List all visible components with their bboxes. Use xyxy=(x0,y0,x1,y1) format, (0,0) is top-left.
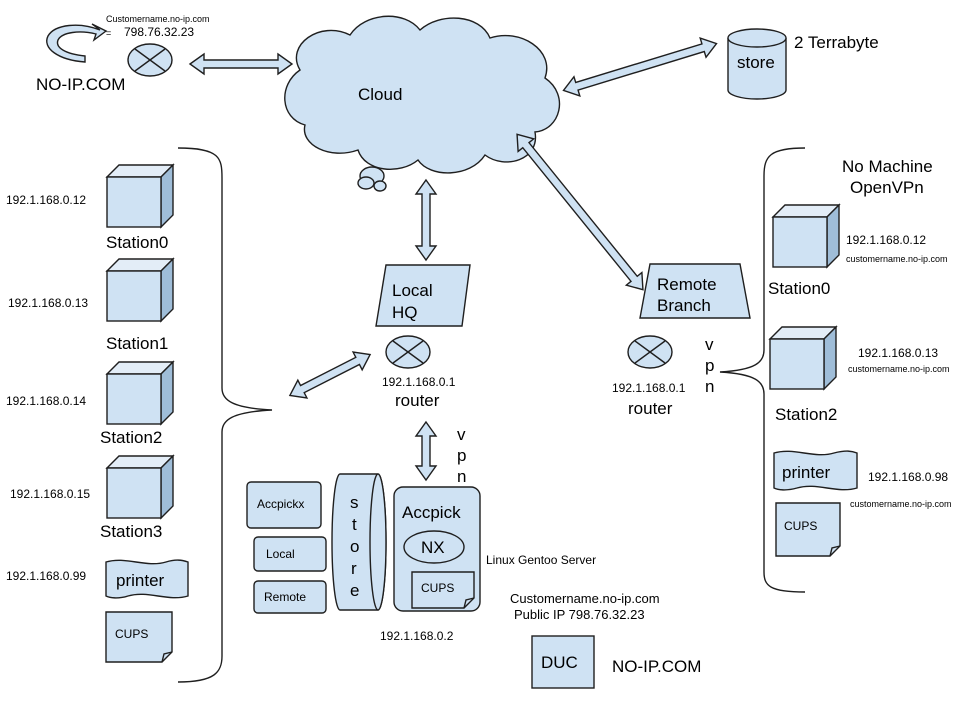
cloud-shape xyxy=(284,15,561,192)
remote-vpn-v: v xyxy=(705,335,714,354)
remote-router-ip: 192.1.168.0.1 xyxy=(612,381,686,395)
top-left-hostname: Customername.no-ip.com xyxy=(106,14,210,24)
left-printer-icon xyxy=(105,559,189,599)
arrow-router-server xyxy=(414,420,438,482)
local-vpn-v: v xyxy=(457,425,466,444)
duc-box xyxy=(531,635,595,689)
server-os: Linux Gentoo Server xyxy=(486,553,596,567)
left-printer-ip: 192.1.168.0.99 xyxy=(6,569,86,583)
server-cups-label: CUPS xyxy=(421,581,454,595)
right-station-0-icon xyxy=(772,204,840,268)
left-cups-label: CUPS xyxy=(115,627,148,641)
top-store-cylinder xyxy=(727,28,787,100)
left-printer-label: printer xyxy=(116,571,165,590)
nx-label: NX xyxy=(421,538,445,557)
duc-public-ip: Public IP 798.76.32.23 xyxy=(514,607,645,622)
right-printer-ip: 192.1.168.0.98 xyxy=(868,470,948,484)
remote-router-label: router xyxy=(628,399,673,418)
store-letter-t: t xyxy=(352,515,357,534)
top-left-ip: 798.76.32.23 xyxy=(124,25,194,39)
app-remote-label: Remote xyxy=(264,590,306,604)
left-station-2-ip: 192.1.168.0.14 xyxy=(6,394,86,408)
server-cups-icon xyxy=(411,571,475,609)
cloud-label: Cloud xyxy=(358,85,402,104)
app-local-box xyxy=(253,536,327,572)
left-station-3-ip: 192.1.168.0.15 xyxy=(10,487,90,501)
right-cups-icon xyxy=(775,502,841,557)
remote-router-icon xyxy=(627,335,673,369)
left-station-1-name: Station1 xyxy=(106,334,168,353)
store-letter-s: s xyxy=(350,493,359,512)
app-remote-box xyxy=(253,580,327,614)
local-hq-name-2: HQ xyxy=(392,303,418,322)
remote-vpn-n: n xyxy=(705,377,714,396)
arrow-cloud-remote xyxy=(516,133,644,291)
store-letter-r: r xyxy=(351,559,357,578)
left-cups-fold xyxy=(161,651,173,663)
right-station-1-ip: 192.1.168.0.13 xyxy=(858,346,938,360)
left-brace xyxy=(177,147,273,683)
arrow-cloud-localhq xyxy=(414,178,438,262)
accpick-name: Accpick xyxy=(402,503,461,522)
left-station-2-name: Station2 xyxy=(100,428,162,447)
store-letter-e: e xyxy=(350,581,359,600)
server-store-cylinder xyxy=(331,473,387,611)
top-left-router-icon xyxy=(127,43,173,77)
local-router-ip: 192.1.168.0.1 xyxy=(382,375,456,389)
left-station-0-name: Station0 xyxy=(106,233,168,252)
refresh-icon xyxy=(46,23,108,63)
server-ip: 192.1.168.0.2 xyxy=(380,629,454,643)
arrow-cloud-store xyxy=(562,37,718,97)
store-letter-o: o xyxy=(350,537,359,556)
right-printer-host: customername.no-ip.com xyxy=(850,499,952,509)
left-station-1-icon xyxy=(106,258,174,322)
duc-label: DUC xyxy=(541,653,578,672)
right-station-0-name: Station0 xyxy=(768,279,830,298)
arrow-localrouter-left xyxy=(288,351,372,399)
right-cups-label: CUPS xyxy=(784,519,817,533)
local-router-label: router xyxy=(395,391,440,410)
right-cups-fold xyxy=(829,545,841,557)
arrow-noip-cloud xyxy=(188,52,294,76)
app-local-label: Local xyxy=(266,547,295,561)
left-station-3-name: Station3 xyxy=(100,522,162,541)
top-left-equals: = xyxy=(106,28,111,38)
left-station-2-icon xyxy=(106,361,174,425)
right-station-1-name: Station2 xyxy=(775,405,837,424)
duc-hostname: Customername.no-ip.com xyxy=(510,591,660,606)
local-hq-name-1: Local xyxy=(392,281,433,300)
left-station-0-icon xyxy=(106,164,174,228)
local-hq-box xyxy=(375,264,471,327)
nx-ellipse xyxy=(403,530,465,564)
remote-branch-box xyxy=(639,263,751,319)
remote-title-1: No Machine xyxy=(842,157,933,176)
top-store-label: store xyxy=(737,53,775,72)
app-accpickx-box xyxy=(246,481,322,529)
remote-branch-name-2: Branch xyxy=(657,296,711,315)
right-station-1-host: customername.no-ip.com xyxy=(848,364,950,374)
left-station-1-ip: 192.1.168.0.13 xyxy=(8,296,88,310)
remote-title-2: OpenVPn xyxy=(850,178,924,197)
right-station-1-icon xyxy=(769,326,837,390)
right-printer-label: printer xyxy=(782,463,831,482)
server-cups-fold xyxy=(463,597,475,609)
duc-provider: NO-IP.COM xyxy=(612,657,701,676)
top-store-capacity: 2 Terrabyte xyxy=(794,33,879,52)
right-printer-icon xyxy=(773,450,858,491)
app-accpickx-label: Accpickx xyxy=(257,497,304,511)
left-station-0-ip: 192.1.168.0.12 xyxy=(6,193,86,207)
right-station-0-host: customername.no-ip.com xyxy=(846,254,948,264)
right-station-0-ip: 192.1.168.0.12 xyxy=(846,233,926,247)
local-vpn-p: p xyxy=(457,446,466,465)
local-router-icon xyxy=(385,335,431,369)
local-vpn-n: n xyxy=(457,467,466,486)
remote-vpn-p: p xyxy=(705,356,714,375)
left-cups-icon xyxy=(105,611,173,663)
right-brace xyxy=(719,147,806,593)
remote-branch-name-1: Remote xyxy=(657,275,717,294)
top-left-provider: NO-IP.COM xyxy=(36,75,125,94)
left-station-3-icon xyxy=(106,455,174,519)
